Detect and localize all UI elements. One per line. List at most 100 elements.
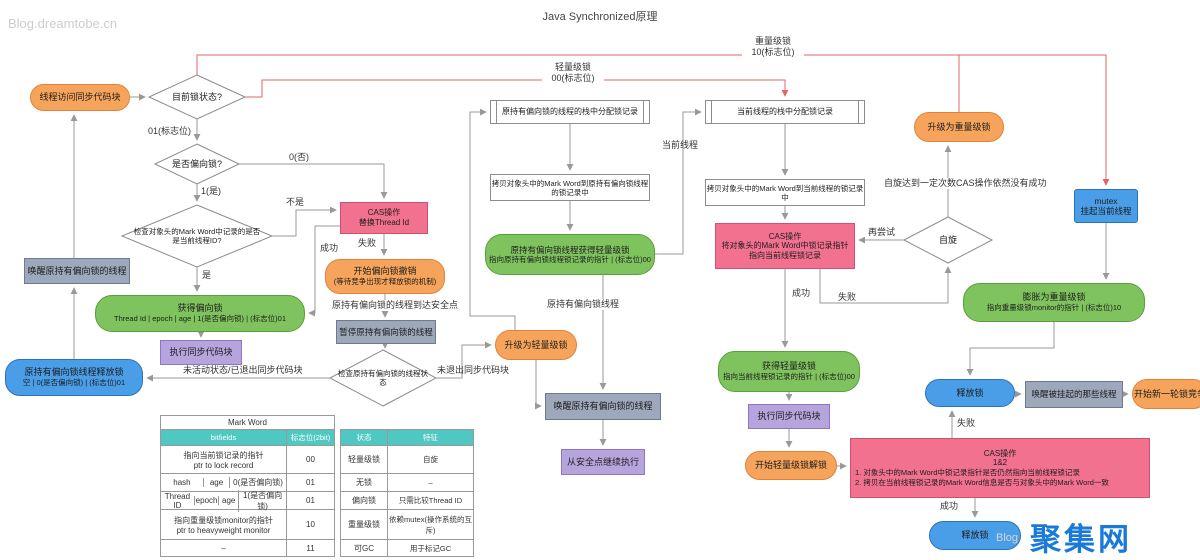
edge-label-biased-thread: 原持有偏向锁线程 (545, 299, 622, 310)
node-release-bottom: 释放锁 (929, 521, 1021, 550)
edge-label-not-same: 不是 (286, 197, 305, 207)
edge-getslw-alloccur (655, 108, 702, 255)
watermark-blog: Blog.dreamtobe.cn (8, 16, 118, 31)
cell-bitfield-part: 1(是否偏向锁) (238, 489, 286, 512)
edge-label-flag01: 01(标志位) (148, 126, 192, 136)
col-header-state: 状态 (356, 433, 372, 442)
node-get-biased-sub: Thread Id | epoch | age | 1(是否偏向锁) | (标志… (113, 314, 287, 324)
node-alloc-biased: 原持有偏向锁的线程的栈中分配锁记录 (490, 100, 650, 124)
node-start-revoke-sub: (等待竞争出现才释放锁的机制) (333, 277, 437, 287)
page-title: Java Synchronized原理 (542, 11, 658, 23)
cell-bitfields: hash age 0(是否偏向锁) (161, 474, 286, 491)
node-inflate-heavy: 膨胀为重量级锁 指向重量级锁monitor的指针 | (标志位)10 (963, 283, 1145, 322)
col-header-feature: 特征 (387, 430, 473, 445)
cell-flag: 10 (286, 510, 334, 539)
cell-bitfield-part: age (202, 478, 229, 487)
edge-label-fail2: 失败 (838, 292, 857, 302)
markword-table-left: Mark Word bitfields 标志位(2bit) 指向当前锁记录的指针… (160, 415, 335, 557)
watermark-blog-fragment: Blog (996, 532, 1019, 544)
node-copy-biased: 拷贝对象头中的Mark Word到原持有偏向锁线程的锁记录中 (490, 174, 650, 201)
edge-label-light: 轻量级锁 00(标志位) (542, 62, 604, 84)
node-copy-current: 拷贝对象头中的Mark Word到当前线程的锁记录中 (705, 179, 865, 206)
cell-bitfields: 指向当前锁记录的指针 ptr to lock record (183, 450, 264, 470)
table-row: 轻量级锁 自旋 (341, 446, 473, 474)
node-mutex: mutex 挂起当前线程 (1074, 189, 1138, 223)
node-upgrade-lw: 升级为轻量级锁 (495, 330, 577, 360)
edge-label-retry: 再尝试 (868, 227, 896, 237)
cell-feature: 用于标记GC (387, 540, 473, 556)
node-cas-point: CAS操作 将对象头的Mark Word中锁记录指针 指向当前线程锁记录 (715, 223, 855, 269)
node-cas-unlock-line2: 2. 拷贝在当前线程锁记录的Mark Word信息是否与对象头中的Mark Wo… (855, 477, 1109, 487)
node-cas-unlock-line1: 1. 对象头中的Mark Word中锁记录指针是否仍然指向当前线程锁记录 (855, 467, 1080, 477)
node-cas-unlock: CAS操作 1&2 1. 对象头中的Mark Word中锁记录指针是否仍然指向当… (850, 438, 1150, 498)
node-alloc-current: 当前线程的栈中分配锁记录 (705, 100, 865, 124)
cell-state: 偏向锁 (352, 496, 376, 505)
cell-state: 轻量级锁 (348, 455, 380, 464)
decision-spin: 自旋 (938, 234, 957, 245)
cell-feature: 只需比较Thread ID (387, 492, 473, 509)
node-get-lw-title: 获得轻量级锁 (761, 361, 816, 372)
edge-label-safepoint: 原持有偏向锁的线程到达安全点 (330, 300, 461, 311)
cell-feature: 自旋 (387, 446, 473, 473)
edge-label-success3: 成功 (940, 501, 959, 511)
edge-state-upgradelw (436, 341, 492, 379)
node-cas-unlock-title: CAS操作 (983, 448, 1017, 458)
edge-label-not-exited: 未退出同步代码块 (437, 365, 510, 375)
cell-bitfield-part: Thread ID (164, 491, 191, 510)
decision-is-biased-shape (153, 143, 241, 185)
table-row: 指向重量级锁monitor的指针 ptr to heavyweight moni… (161, 510, 334, 540)
edge-label-heavy: 重量级锁 10(标志位) (742, 36, 804, 58)
edge-upgradelw-wake (534, 360, 542, 410)
node-biased-gets-lw-title: 原持有偏向锁线程获得轻量级锁 (510, 244, 630, 255)
cell-bitfield-part: age (218, 496, 238, 505)
watermark-juji-logo: 聚集网 (1030, 522, 1132, 557)
cell-state: 无锁 (356, 478, 372, 487)
cell-state: 重量级锁 (348, 520, 380, 529)
cell-bitfields: 指向重量级锁monitor的指针 ptr to heavyweight moni… (174, 515, 273, 535)
decision-check-tid-shape (120, 204, 274, 268)
node-cas-replace: CAS操作 替换Thread Id (340, 202, 428, 234)
node-exec-sync-2: 执行同步代码块 (748, 404, 830, 429)
edge-caspoint-spin-fail (819, 266, 952, 304)
decision-shapes (120, 74, 994, 407)
edges (70, 93, 1129, 518)
node-get-biased: 获得偏向锁 Thread Id | epoch | age | 1(是否偏向锁)… (95, 295, 305, 332)
decision-thread-state: 检查原持有偏向锁的线程状态 (338, 369, 428, 387)
node-start-revoke-title: 开始偏向锁撤销 (353, 266, 417, 277)
decision-lock-state: 目前锁状态? (171, 91, 222, 102)
node-inflate-heavy-title: 膨胀为重量级锁 (1022, 292, 1086, 303)
node-start-revoke: 开始偏向锁撤销 (等待竞争出现才释放锁的机制) (325, 259, 445, 294)
node-biased-gets-lw-sub: 指向原持有偏向锁线程锁记录的指针 | (标志位)00 (489, 254, 651, 264)
node-wake-biased-left: 唤醒原持有偏向锁的线程 (24, 258, 130, 284)
table-row: 偏向锁 只需比较Thread ID (341, 492, 473, 510)
node-release-mid: 释放锁 (925, 379, 1015, 407)
cell-bitfield-part: 0(是否偏向锁) (229, 477, 286, 488)
node-start: 线程访问同步代码块 (30, 84, 130, 111)
node-get-biased-title: 获得偏向锁 (177, 303, 223, 314)
edge-checktid-cas (272, 206, 337, 237)
edge-upgradelw-alloc (469, 108, 516, 330)
edge-cas-getbiased (308, 225, 340, 317)
decision-check-tid: 检查对象头的Mark Word中记录的是否是当前线程ID? (133, 227, 261, 245)
node-wake-biased-mid: 唤醒原持有偏向锁的线程 (545, 393, 661, 420)
decision-lock-state-shape (147, 74, 247, 120)
edge-lockstate-mutex-10 (196, 54, 1110, 186)
edge-label-yes1: 1(是) (201, 186, 221, 196)
markword-table-title: Mark Word (161, 416, 334, 430)
node-cas-unlock-sub: 1&2 (992, 458, 1008, 468)
cell-bitfield-part: epoch (193, 496, 218, 505)
node-get-lw: 获得轻量级锁 指向当前线程锁记录的指针 | (标志位)00 (718, 351, 860, 392)
node-pause-biased: 暂停原持有偏向锁的线程 (336, 320, 436, 344)
edge-label-success1: 成功 (320, 243, 339, 253)
feedback-edges (196, 54, 1110, 186)
cell-feature: 依赖mutex(操作系统的互斥) (387, 510, 473, 539)
edge-label-current-thread: 当前线程 (662, 140, 699, 150)
node-upgrade-heavy: 升级为重量级锁 (914, 112, 1004, 142)
node-get-lw-sub: 指向当前线程锁记录的指针 | (标志位)00 (723, 372, 855, 382)
node-exec-sync-1: 执行同步代码块 (160, 340, 242, 365)
edge-label-inactive: 未活动状态/已退出同步代码块 (183, 365, 303, 375)
markword-table-right: 状态 特征 轻量级锁 自旋 无锁 – 偏向锁 只需比较Thread ID 重量级… (340, 429, 474, 557)
node-continue-safepoint: 从安全点继续执行 (561, 449, 645, 475)
